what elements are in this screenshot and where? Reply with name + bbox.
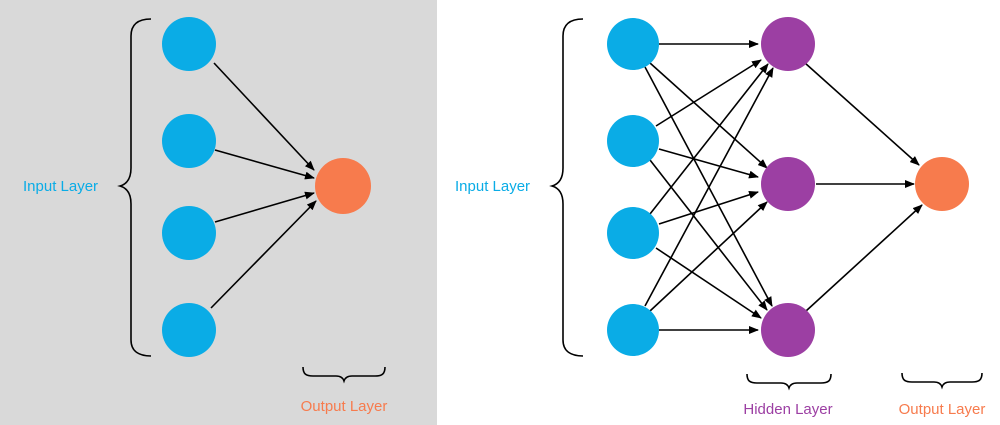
- hidden-node: [761, 17, 815, 71]
- edge: [658, 148, 759, 179]
- edge: [644, 67, 774, 307]
- left-input-nodes: [162, 17, 216, 357]
- input-node: [162, 114, 216, 168]
- edge: [804, 62, 920, 166]
- edge: [655, 247, 762, 319]
- edge: [214, 191, 315, 223]
- right-input-nodes: [607, 18, 659, 356]
- hidden-layer-label: Hidden Layer: [743, 401, 832, 418]
- edge: [210, 200, 317, 309]
- input-layer-brace: [549, 18, 584, 357]
- left-output-layer-label: Output Layer: [301, 398, 388, 415]
- left-panel-background: [0, 0, 437, 425]
- input-node: [162, 17, 216, 71]
- single-layer-network: Input Layer Output Layer: [0, 0, 437, 425]
- right-edges: [644, 40, 923, 334]
- output-node: [915, 157, 969, 211]
- input-node: [607, 304, 659, 356]
- input-node: [162, 303, 216, 357]
- right-input-layer-label: Input Layer: [455, 178, 530, 195]
- edge: [649, 63, 769, 215]
- input-node: [607, 207, 659, 259]
- edge: [214, 149, 315, 180]
- hidden-nodes: [761, 17, 815, 357]
- right-output-layer-label: Output Layer: [899, 401, 986, 418]
- edge: [213, 62, 315, 171]
- hidden-node: [761, 157, 815, 211]
- edge: [805, 204, 923, 312]
- output-node: [315, 158, 371, 214]
- left-input-layer-label: Input Layer: [23, 178, 98, 195]
- edge: [649, 201, 768, 312]
- hidden-layer-network: Input Layer Hidden Layer Output Layer: [455, 17, 985, 418]
- output-layer-brace: [302, 366, 386, 384]
- hidden-layer-brace: [746, 373, 832, 391]
- edge: [655, 59, 762, 127]
- edge: [649, 159, 768, 311]
- left-edges: [210, 62, 317, 309]
- input-node: [607, 115, 659, 167]
- edge: [658, 190, 759, 225]
- output-layer-brace: [901, 372, 983, 390]
- hidden-node: [761, 303, 815, 357]
- input-node: [162, 206, 216, 260]
- edge: [649, 62, 768, 169]
- input-node: [607, 18, 659, 70]
- input-layer-brace: [117, 18, 152, 357]
